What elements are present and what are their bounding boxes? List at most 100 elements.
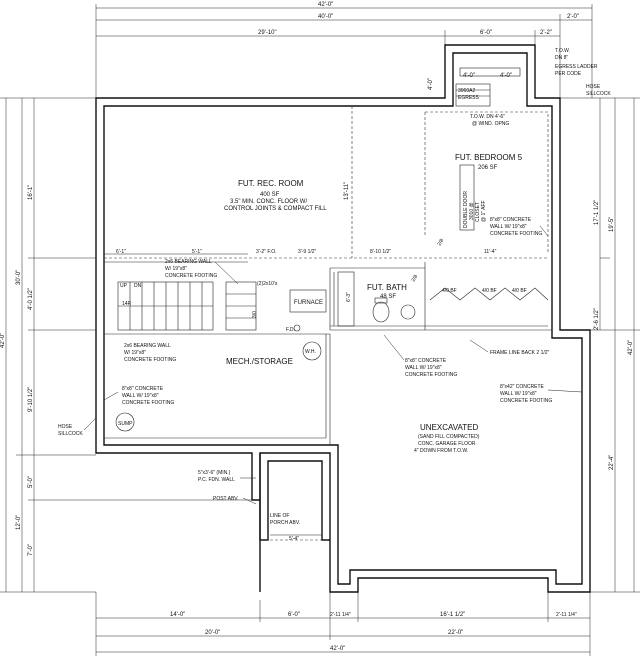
- conc-right-label-2: WALL W/ 19"x8": [500, 391, 537, 397]
- double-door-label-3: CLOSET: [475, 202, 481, 222]
- conc-left-leader: [103, 391, 119, 401]
- rec-room-note-2: CONTROL JOINTS & COMPACT FILL: [224, 206, 327, 212]
- dim-bot-c: 2'-11 1/4": [330, 612, 351, 618]
- dim-overall-top: 42'-0": [318, 2, 333, 8]
- bedroom-area: 206 SF: [478, 165, 498, 171]
- dim-left-rec: 16'-1": [28, 185, 34, 200]
- top-dimension-lines: [95, 4, 593, 98]
- mid-vertical-dim: 13'-11": [344, 182, 350, 200]
- dim-rt-upper: 19'-5": [609, 217, 615, 232]
- right-dimension-lines: [560, 97, 640, 593]
- sump-pit-icon: [115, 412, 135, 432]
- conc-mid-label-2: WALL W/ 19"x8": [405, 365, 442, 371]
- dim-rt-stair: 2'-6 1/2": [594, 308, 600, 330]
- conc-bed-label-1: 8"x8" CONCRETE: [490, 217, 532, 223]
- closet-door-zigzag: [429, 287, 549, 301]
- dim-left-overall: 42'-0": [0, 333, 6, 348]
- dim-egress-depth: 4'-0": [428, 78, 434, 90]
- pc-wall-label-2: P.C. FDN. WALL: [198, 477, 235, 483]
- egress-window: [455, 67, 521, 107]
- unexcavated-note-2: CONC. GARAGE FLOOR: [418, 441, 476, 447]
- conc-left-label-3: CONCRETE FOOTING: [122, 400, 174, 406]
- water-heater-label: W.H.: [305, 349, 316, 355]
- hose-top-label: HOSE: [586, 84, 601, 90]
- mech-storage-title: MECH./STORAGE: [226, 357, 293, 366]
- dim-left-lower-total: 12'-0": [16, 515, 22, 530]
- dim-left-lower-a: 5'-0": [28, 476, 34, 488]
- tow-window-label: T.O.W. DN 4'-6": [470, 114, 505, 120]
- water-heater-icon: [302, 341, 322, 361]
- unexcavated-note-1: (SAND FILL COMPACTED): [418, 434, 480, 440]
- foundation-walls: [95, 44, 591, 593]
- dim-left-outer-upper: 30'-0": [16, 270, 22, 285]
- row-dim-b: 5'-1": [192, 249, 202, 255]
- dim-rt-overall: 42'-0": [628, 340, 634, 355]
- stair-up-label: UP: [120, 283, 128, 289]
- dim-left-mech: 9'-10 1/2": [28, 387, 34, 412]
- dim-bot-b: 6'-0": [288, 612, 300, 618]
- pc-wall-label-1: 5"x3'-6" (MIN.): [198, 470, 231, 476]
- dim-left-lower-b: 7'-0": [28, 544, 34, 556]
- closet-bf-3: 4/0 BF: [512, 288, 527, 294]
- double-door-label-4: @ 1" AFF: [481, 200, 487, 222]
- stair-risers-label: 14R: [122, 301, 132, 307]
- dim-bot-overall: 42'-0": [330, 646, 345, 652]
- bath-area: 48 SF: [380, 294, 396, 300]
- conc-bed-label-2: WALL W/ 19"x8": [490, 224, 527, 230]
- frame-line-label: FRAME LINE BACK 2 1/2": [490, 350, 550, 356]
- row-dim-c: 3'-2" F.O.: [256, 249, 277, 255]
- porch-label-2: PORCH ABV.: [270, 520, 300, 526]
- dim-egress-right: 2'-2": [540, 30, 552, 36]
- dim-bot-a: 14'-0": [170, 612, 185, 618]
- hose-top-label-2: SILLCOCK: [586, 91, 611, 97]
- double-door-label-2: 3010 @: [469, 202, 475, 220]
- dim-overall-top-inner: 40'-0": [318, 14, 333, 20]
- bath-title: FUT. BATH: [367, 283, 407, 292]
- dim-rt-lower: 22'-4": [609, 455, 615, 470]
- hose-left-leader: [83, 417, 97, 431]
- row-dim-e: 8'-10 1/2": [370, 249, 391, 255]
- dim-bot-total-b: 22'-0": [448, 630, 463, 636]
- dim-left-stair: 4'-0 1/2": [28, 288, 34, 310]
- conc-bed-leader: [539, 225, 549, 237]
- left-dimension-lines: [0, 97, 260, 593]
- interior-walls: [104, 106, 552, 445]
- porch-dim: 5'-4": [289, 536, 299, 542]
- door-a-label: 2/8: [437, 238, 446, 247]
- bedroom-title: FUT. BEDROOM 5: [455, 153, 523, 162]
- frame-line-leader: [469, 339, 489, 353]
- floor-drain-icon: [293, 324, 301, 332]
- tow-window-label-2: @ WIND. OPNG: [472, 121, 509, 127]
- unexcavated-title: UNEXCAVATED: [420, 423, 478, 432]
- hose-left-label-2: SILLCOCK: [58, 431, 83, 437]
- bearing-mid-label-2: W/ 19"x8": [124, 350, 146, 356]
- post-label: POST ABV.: [213, 496, 239, 502]
- conc-mid-leader: [383, 334, 405, 361]
- bath-vertical-dim: 6'-3": [346, 292, 352, 302]
- dim-right-top: 2'-0": [567, 14, 579, 20]
- conc-right-label-3: CONCRETE FOOTING: [500, 398, 552, 404]
- post-leader: [242, 497, 257, 505]
- dim-bot-e: 2'-11 1/4": [556, 612, 577, 618]
- conc-left-label-1: 8"x8" CONCRETE: [122, 386, 164, 392]
- bearing-top-label-2: W/ 19"x8": [165, 266, 187, 272]
- bearing-top-label-3: CONCRETE FOOTING: [165, 273, 217, 279]
- unexcavated-note-3: 4" DOWN FROM T.O.W.: [414, 448, 468, 454]
- door-b-label: 2/8: [411, 274, 420, 283]
- dim-rt-bed: 17'-1 1/2": [594, 200, 600, 225]
- tow-label: T.O.W.: [555, 48, 570, 54]
- window-label-egress: EGRESS: [458, 95, 480, 101]
- bearing-mid-label-1: 2x6 BEARING WALL: [124, 343, 171, 349]
- row-dim-a: 6'-1": [116, 249, 126, 255]
- bearing-mid-label-3: CONCRETE FOOTING: [124, 357, 176, 363]
- conc-mid-label-3: CONCRETE FOOTING: [405, 372, 457, 378]
- tow-dn-label: DN 8": [555, 55, 568, 61]
- bath-fixtures: [337, 271, 416, 327]
- double-door-closet: [459, 164, 475, 231]
- sump-label: SUMP: [118, 421, 133, 427]
- conc-left-label-2: WALL W/ 19"x8": [122, 393, 159, 399]
- window-label: 3060A2: [458, 88, 475, 94]
- bearing-top-leader: [214, 261, 239, 285]
- conc-mid-label-1: 8"x8" CONCRETE: [405, 358, 447, 364]
